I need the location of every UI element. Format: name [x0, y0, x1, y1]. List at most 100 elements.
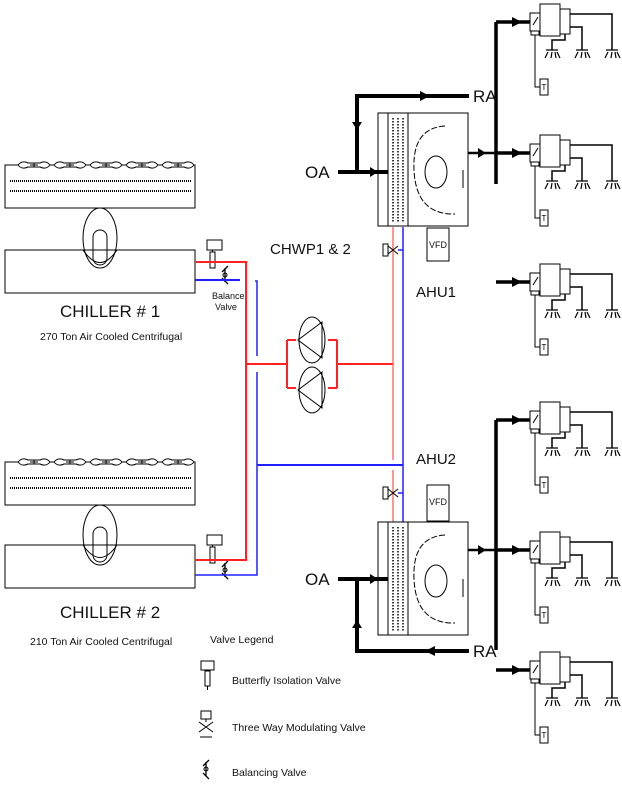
balancing-valve-icon	[221, 560, 229, 580]
chiller-1[interactable]	[4, 164, 196, 294]
vav-body	[539, 134, 561, 168]
thermostat-label: T	[542, 83, 547, 92]
compressor-icon	[82, 207, 118, 269]
reheat-coil	[559, 536, 571, 563]
ahu-casing	[377, 112, 469, 227]
chiller-1-name: CHILLER # 1	[60, 302, 160, 321]
condenser-fan-icon	[17, 458, 51, 466]
condenser-fans	[17, 161, 195, 466]
vav-box[interactable]: T	[496, 531, 621, 624]
condenser-fan-icon	[53, 458, 87, 466]
legend-item-label: Balancing Valve	[232, 767, 307, 779]
chilled-water-pump-1[interactable]	[297, 316, 326, 364]
ahu-2-name: AHU2	[416, 451, 456, 468]
evaporator-barrel	[4, 544, 196, 589]
thermostat-label: T	[542, 343, 547, 352]
condenser-fan-icon	[161, 161, 195, 169]
reheat-coil	[559, 8, 571, 35]
condenser-fan-icon	[125, 458, 159, 466]
diffuser-icon	[574, 447, 591, 457]
ra-label: RA	[473, 642, 497, 661]
diffuser-icon	[604, 697, 621, 707]
vav-body	[539, 263, 561, 297]
diffuser-icon	[574, 577, 591, 587]
diffuser-icon	[544, 577, 561, 587]
diffuser-icon	[574, 309, 591, 319]
flow-arrow-icon	[425, 646, 435, 656]
diffuser-icon	[604, 180, 621, 190]
condenser-fan-icon	[89, 458, 123, 466]
vav-box[interactable]: T	[496, 3, 621, 96]
thermostat-icon[interactable]: T	[534, 563, 549, 624]
diffuser-icon	[544, 309, 561, 319]
flow-arrow-icon	[370, 167, 378, 177]
pumps-label: CHWP1 & 2	[270, 241, 351, 258]
flow-arrow-icon	[512, 148, 522, 158]
thermostat-icon[interactable]: T	[534, 433, 549, 494]
condenser-fan-icon	[161, 458, 195, 466]
vav-box[interactable]: T	[496, 134, 621, 227]
thermostat-icon[interactable]: T	[534, 35, 549, 96]
flow-arrow-icon	[512, 545, 522, 555]
reheat-coil	[559, 139, 571, 166]
pump-icon	[298, 366, 326, 414]
vfd-label: VFD	[429, 240, 448, 250]
supply-fan-icon	[413, 125, 464, 215]
flow-arrow-icon	[478, 545, 486, 555]
butterfly-isolation-valve-icon	[200, 660, 215, 690]
thermostat-icon[interactable]: T	[534, 166, 549, 227]
condenser-coil-box	[4, 164, 196, 209]
oa-label: OA	[305, 570, 330, 589]
butterfly-isolation-valve-icon	[206, 534, 223, 564]
condenser-fan-icon	[125, 161, 159, 169]
chilled-water-pump-2[interactable]	[297, 366, 326, 414]
return-air-duct	[355, 94, 469, 172]
diffuser-icon	[544, 180, 561, 190]
vav-distribution: T T T T T T	[494, 3, 621, 744]
pump-icon	[298, 316, 326, 364]
diffuser-icon	[574, 180, 591, 190]
vav-body	[539, 3, 561, 37]
flow-arrow-icon	[352, 122, 362, 130]
flow-arrow-icon	[420, 91, 430, 101]
flow-arrow-icon	[370, 574, 378, 584]
condenser-fan-icon	[17, 161, 51, 169]
ahu-1-name: AHU1	[416, 284, 456, 301]
chiller-2-description: 210 Ton Air Cooled Centrifugal	[30, 636, 172, 648]
legend-item-label: Butterfly Isolation Valve	[232, 675, 341, 687]
vav-body	[539, 651, 561, 685]
diffuser-icon	[544, 697, 561, 707]
cooling-coil	[387, 112, 409, 227]
ra-label: RA	[473, 87, 497, 106]
diffuser-icon	[544, 49, 561, 59]
vav-box[interactable]: T	[496, 651, 621, 744]
ahu-1[interactable]: VFD	[377, 112, 469, 262]
compressor-icon	[82, 504, 118, 566]
balancing-valve-icon	[202, 759, 210, 780]
vav-box[interactable]: T	[496, 401, 621, 494]
legend-item-label: Three Way Modulating Valve	[232, 722, 366, 734]
ahu-2[interactable]: VFD	[377, 484, 469, 636]
legend-title: Valve Legend	[210, 634, 274, 646]
thermostat-label: T	[542, 731, 547, 740]
thermostat-icon[interactable]: T	[534, 683, 549, 744]
return-air-duct	[355, 579, 469, 653]
valve-legend: Valve Legend Butterfly Isolation Valve T…	[198, 634, 366, 780]
diffuser-icon	[604, 577, 621, 587]
three-way-modulating-valve-icon	[382, 486, 403, 500]
flow-arrow-icon	[512, 665, 522, 675]
thermostat-icon[interactable]: T	[534, 295, 549, 356]
evaporator-barrel	[4, 249, 196, 294]
balance-valve-label: Valve	[215, 302, 237, 312]
diffuser-icon	[574, 49, 591, 59]
diffuser-icon	[604, 447, 621, 457]
vav-body	[539, 401, 561, 435]
condenser-coil-box	[4, 461, 196, 506]
vfd-box	[426, 227, 450, 262]
vav-box[interactable]: T	[496, 263, 621, 356]
flow-arrow-icon	[512, 415, 522, 425]
chiller-2[interactable]	[4, 461, 196, 589]
balance-valve-label: Balance	[212, 291, 245, 301]
thermostat-label: T	[542, 214, 547, 223]
